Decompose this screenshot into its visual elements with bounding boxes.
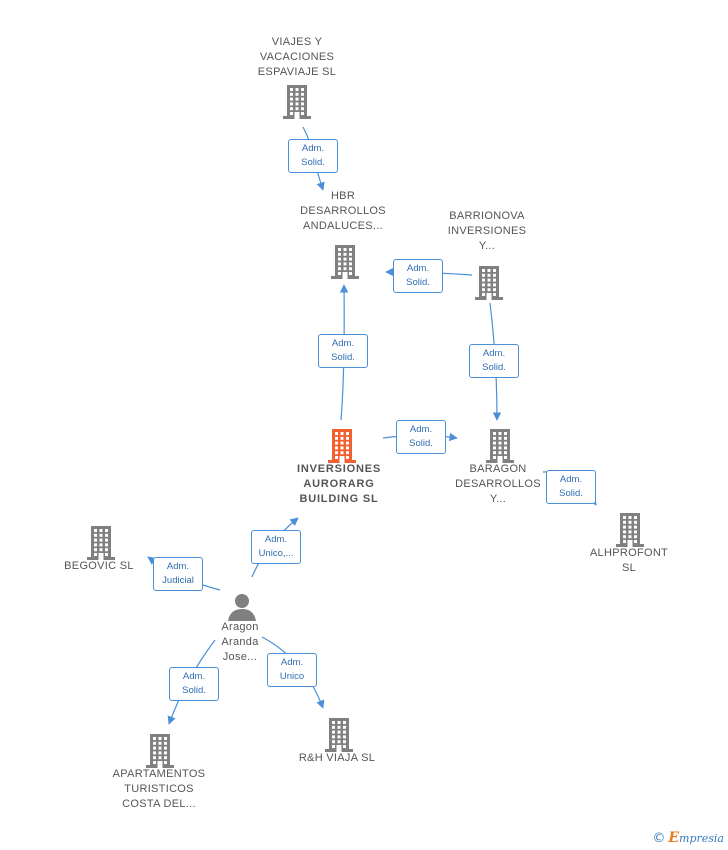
brand-initial: E <box>668 830 680 846</box>
edge-label[interactable]: Adm. Solid. <box>393 259 443 293</box>
node-label-viajes[interactable]: VIAJES Y VACACIONES ESPAVIAJE SL <box>257 36 337 78</box>
building-icon[interactable] <box>616 513 644 552</box>
person-icon[interactable] <box>227 593 257 626</box>
edge-label[interactable]: Adm. Unico,... <box>251 530 301 564</box>
node-label-begovic[interactable]: BEGOVIC SL <box>64 560 134 572</box>
building-icon[interactable] <box>325 718 353 757</box>
building-icon[interactable] <box>87 526 115 565</box>
node-label-barrionova[interactable]: BARRIONOVA INVERSIONES Y... <box>447 210 527 252</box>
building-icon[interactable] <box>283 85 311 124</box>
building-icon[interactable] <box>146 734 174 773</box>
edge-label[interactable]: Adm. Solid. <box>396 420 446 454</box>
edge-label[interactable]: Adm. Solid. <box>169 667 219 701</box>
node-label-apartamentos[interactable]: APARTAMENTOS TURISTICOS COSTA DEL... <box>112 768 206 810</box>
building-icon[interactable] <box>328 429 356 468</box>
building-icon[interactable] <box>475 266 503 305</box>
node-label-hbr[interactable]: HBR DESARROLLOS ANDALUCES... <box>300 190 386 232</box>
building-icon[interactable] <box>331 245 359 284</box>
node-label-inversiones[interactable]: INVERSIONES AURORARG BUILDING SL <box>297 463 381 505</box>
node-label-baragon[interactable]: BARAGON DESARROLLOS Y... <box>455 463 541 505</box>
building-icon[interactable] <box>486 429 514 468</box>
node-label-aragon[interactable]: Aragon Aranda Jose... <box>221 621 259 663</box>
edge-label[interactable]: Adm. Solid. <box>318 334 368 368</box>
edge-label[interactable]: Adm. Judicial <box>153 557 203 591</box>
brand-name: mpresia <box>679 832 724 845</box>
node-label-alhprofont[interactable]: ALHPROFONT SL <box>589 547 669 574</box>
brand-footer: ©Empresia <box>652 830 724 846</box>
edge-label[interactable]: Adm. Unico <box>267 653 317 687</box>
copyright-icon: © <box>652 831 666 846</box>
edge-label[interactable]: Adm. Solid. <box>469 344 519 378</box>
edge-label[interactable]: Adm. Solid. <box>546 470 596 504</box>
node-label-rh[interactable]: R&H VIAJA SL <box>298 752 376 764</box>
edge-label[interactable]: Adm. Solid. <box>288 139 338 173</box>
